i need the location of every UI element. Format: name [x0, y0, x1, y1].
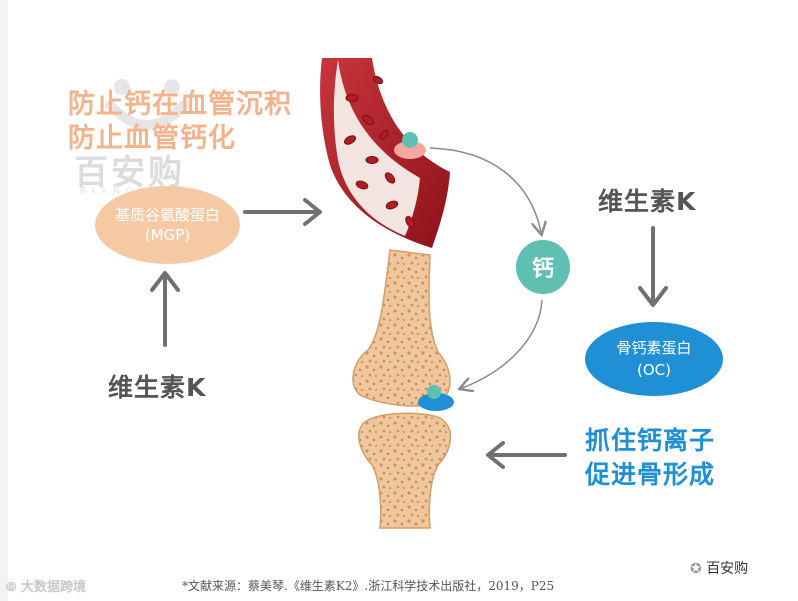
bone-action-line1: 抓住钙离子 — [585, 426, 716, 455]
headline-line2: 防止血管钙化 — [68, 123, 236, 154]
headline: 防止钙在血管沉积 防止血管钙化 — [68, 88, 292, 156]
calcium-to-bone-arrow — [462, 299, 543, 388]
blood-vessel-icon — [320, 58, 450, 248]
left-border — [0, 0, 8, 601]
watermark: 百安购 BIANGOU — [70, 75, 220, 205]
oc-dock-icon — [418, 393, 454, 411]
citation: *文献来源：蔡美琴.《维生素K2》.浙江科学技术出版社，2019，P25 — [182, 579, 555, 593]
right-vitamin-down-arrow — [638, 226, 668, 307]
corner-left-mark: ⦾ 大数据跨境 — [6, 576, 86, 595]
right-vitamin-k-label: 维生素K — [598, 187, 697, 216]
watermark-subtext: BIANGOU — [80, 187, 165, 197]
oc-ellipse: 骨钙素蛋白 (OC) — [585, 322, 723, 396]
left-vitamin-up-arrow — [150, 271, 180, 347]
corner-right-text: 百安购 — [706, 561, 749, 577]
mgp-ellipse: 基质谷氨酸蛋白 (MGP) — [95, 186, 240, 264]
text-to-bone-arrow — [486, 441, 567, 469]
oc-label-line2: (OC) — [637, 361, 671, 379]
headline-line1: 防止钙在血管沉积 — [68, 89, 292, 120]
corner-left-logo-icon: ⦾ — [6, 580, 17, 595]
calcium-badge: 钙 — [516, 240, 570, 294]
oc-label-line1: 骨钙素蛋白 — [616, 339, 692, 357]
mgp-label-line2: (MGP) — [144, 226, 191, 244]
watermark-logo-icon — [105, 79, 189, 130]
calcium-ion-icon — [427, 385, 441, 399]
bone-action-text: 抓住钙离子 促进骨形成 — [585, 424, 715, 492]
corner-left-text: 大数据跨境 — [20, 580, 86, 595]
bone-action-line2: 促进骨形成 — [585, 460, 716, 489]
upper-bone-icon — [352, 249, 451, 407]
vessel-to-calcium-arrow — [429, 147, 541, 232]
wechat-icon: ✪ — [690, 561, 702, 577]
mgp-to-vessel-arrow — [243, 198, 322, 226]
mgp-label-line1: 基质谷氨酸蛋白 — [114, 206, 220, 224]
corner-right-mark: ✪ 百安购 — [690, 558, 748, 578]
left-vitamin-k-label: 维生素K — [108, 373, 207, 402]
lower-bone-icon — [358, 412, 451, 529]
